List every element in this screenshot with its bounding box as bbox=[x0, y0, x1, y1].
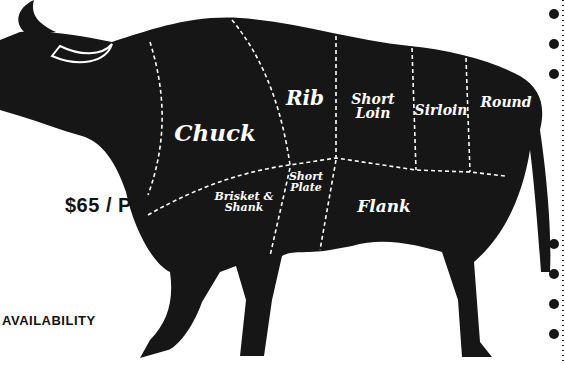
cut-label: Flank bbox=[349, 198, 419, 215]
availability-label: AVAILABILITY bbox=[2, 314, 96, 327]
cut-label: Chuck bbox=[170, 121, 260, 144]
horn bbox=[52, 44, 112, 62]
dotted-line bbox=[562, 0, 564, 365]
dot bbox=[549, 9, 559, 19]
cut-lines bbox=[148, 20, 505, 256]
dot bbox=[549, 69, 559, 79]
dot-border bbox=[549, 0, 563, 365]
dot bbox=[549, 239, 559, 249]
cut-line bbox=[148, 42, 162, 195]
cut-label: Short Plate bbox=[286, 171, 326, 193]
dot bbox=[549, 329, 559, 339]
bull-silhouette bbox=[0, 18, 550, 358]
cut-line bbox=[148, 158, 505, 215]
dot bbox=[549, 39, 559, 49]
cut-label: Sirloin bbox=[411, 103, 471, 117]
cut-line bbox=[270, 168, 290, 256]
dot bbox=[549, 269, 559, 279]
price-label: $65 / P bbox=[65, 195, 132, 215]
cut-label: Round bbox=[476, 95, 536, 109]
horn bbox=[18, 0, 56, 36]
cut-line bbox=[335, 36, 337, 158]
dot bbox=[549, 299, 559, 309]
cut-label: Rib bbox=[280, 88, 330, 108]
cut-label: Short Loin bbox=[349, 92, 397, 120]
cut-label: Brisket & Shank bbox=[213, 191, 275, 213]
